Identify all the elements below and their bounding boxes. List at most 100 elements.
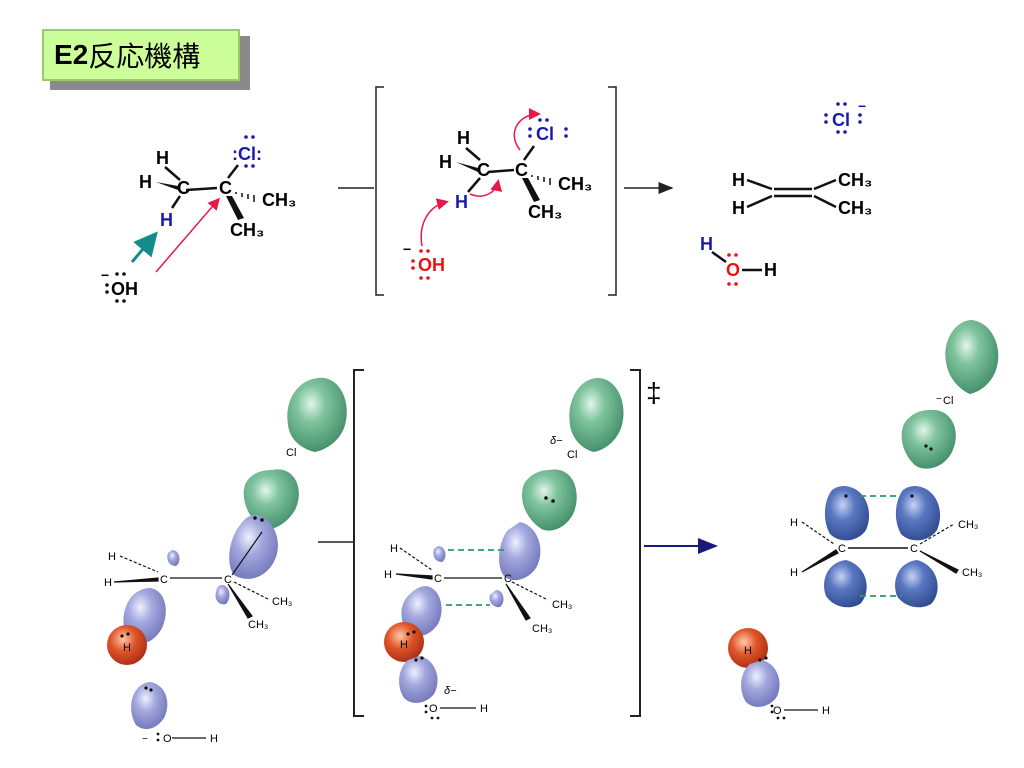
- orbital-product-bonds: [784, 521, 959, 711]
- orbital-transition: δ− Cl H H H C C CH₃ CH₃ δ− O H: [384, 378, 624, 720]
- product-water-bond1: [711, 250, 727, 264]
- orbital-product-c2-lobe-top: [895, 486, 941, 541]
- reactant-bond-c1-c2: [185, 186, 218, 192]
- orbital-product-cl-charge: −: [936, 394, 942, 405]
- reactant-oh-lone-pairs: [105, 272, 126, 303]
- reactant-cl-lone-pairs: [244, 135, 255, 168]
- orbital-product-dashed-pi-bonds: [860, 495, 902, 597]
- reactant-oh-charge: −: [101, 267, 109, 283]
- reactant-wedge-c2-ch3: [226, 196, 244, 220]
- orbital-reactant-c1-lobe-top: [167, 550, 180, 566]
- orbital-ts-delta-cl: δ−: [550, 435, 563, 447]
- ts-oh-lone-pairs: [411, 249, 430, 280]
- orbital-reactant-ch3-b: CH₃: [248, 619, 268, 631]
- reactant-hash-c2-ch3: [235, 192, 255, 202]
- product-cl-lone-pairs: [824, 102, 862, 134]
- orbital-product-h2: H: [790, 567, 798, 579]
- orbital-ts-h2: H: [384, 569, 392, 581]
- orbital-reactant-o-h: H: [210, 733, 218, 745]
- orbital-reactant-c2: C: [224, 574, 232, 586]
- product-ch3-2: CH₃: [838, 198, 872, 218]
- ts-ch3-down: CH₃: [528, 202, 562, 222]
- ts-oh: OH: [418, 255, 445, 275]
- orbital-product-c1-lobe-top: [824, 486, 870, 541]
- orbital-reactant-c2-lobe-bottom: [215, 585, 230, 605]
- orbital-reactant-cl: Cl: [286, 447, 296, 459]
- orbital-ts-cl-lobe-bottom: [521, 469, 577, 531]
- reactant-c2: C: [219, 178, 232, 198]
- orbital-reactant: Cl H H H C C CH₃ CH₃ − O H: [104, 377, 347, 745]
- orbital-ts-h1: H: [390, 543, 398, 555]
- orbital-ts-double-dagger: ‡: [646, 377, 662, 408]
- ts-arrow-ch-bond: [469, 179, 503, 197]
- orbital-ts-delta-o: δ−: [444, 685, 457, 697]
- orbital-reactant-o-lobe: [131, 682, 168, 730]
- ts-bond-c1-c2: [487, 168, 515, 174]
- orbital-product-h1: H: [790, 517, 798, 529]
- reactant-c1: C: [177, 178, 190, 198]
- orbital-product-c1-lobe-bottom: [824, 560, 867, 608]
- orbital-product-c1: C: [838, 543, 846, 555]
- reactant-ch3-down: CH₃: [230, 220, 264, 240]
- orbital-reactant-h-atom: [107, 625, 147, 665]
- orbital-ts-c1: C: [434, 573, 442, 585]
- orbital-product-c2: C: [910, 543, 918, 555]
- reactant-arrow-red: [155, 197, 220, 273]
- orbital-ts-o-lobe: [399, 656, 438, 703]
- product-ch3-1: CH₃: [838, 170, 872, 190]
- reactant-bond-h-c1: [164, 166, 181, 181]
- orbital-reactant-c2-lobe-top: [229, 514, 278, 579]
- orbital-ts-dashed-pi-bonds: [446, 549, 504, 606]
- ts-bond-c1-h: [467, 177, 481, 193]
- orbital-ts-c1-lobe-top: [433, 546, 446, 562]
- product-cl-charge: −: [858, 98, 866, 114]
- ts-c2: C: [515, 160, 528, 180]
- reactant-cl: :Cl:: [232, 144, 262, 164]
- title-jp: 反応機構: [88, 40, 201, 73]
- orbital-bracket-right: [630, 369, 641, 717]
- orbital-product-cl: Cl: [943, 395, 953, 407]
- product-water-h: H: [700, 234, 713, 254]
- ts-bond-c2-cl: [522, 145, 536, 161]
- orbital-reactant-dots: [120, 516, 264, 742]
- top-bracket-right: [608, 86, 617, 296]
- ts-arrow-c-cl: [513, 108, 541, 151]
- reactant-wedge-h-c1: [156, 182, 178, 190]
- orbital-reactant-bonds: [113, 531, 271, 739]
- reactant-bond-c1-h: [170, 195, 182, 209]
- product-water-h2: H: [764, 260, 777, 280]
- orbital-reactant-cl-lobe-top: [287, 377, 347, 452]
- orbital-ts-ch3-a: CH₃: [552, 599, 572, 611]
- product-h2: H: [732, 198, 745, 218]
- title-latin: E2: [54, 39, 89, 70]
- orbital-ts-cl-lobe-top: [569, 378, 624, 452]
- orbital-reactant-ch3-a: CH₃: [272, 596, 292, 608]
- product-h1: H: [732, 170, 745, 190]
- orbital-ts-cl: Cl: [567, 449, 577, 461]
- orbital-product-o-lobe: [741, 660, 780, 707]
- orbital-product-dots: [758, 444, 933, 720]
- orbital-product-ch3-a: CH₃: [958, 519, 978, 531]
- ts-cl: Cl: [536, 124, 554, 144]
- ts-oh-charge: −: [403, 241, 411, 257]
- orbital-ts-c2-lobe-bottom: [489, 590, 504, 608]
- reactant-h-blue: H: [160, 210, 173, 230]
- orbital-ts-h-red: H: [400, 639, 408, 651]
- ts-c1: C: [477, 160, 490, 180]
- orbital-product: − Cl H H H C C CH₃ CH₃ O H: [728, 320, 999, 720]
- orbital-ts-dots: [406, 496, 555, 720]
- orbital-ts-bonds: [395, 547, 549, 709]
- reactant-arrow-teal: [130, 231, 158, 263]
- ts-wedge-c2-ch3: [522, 178, 540, 202]
- reactant-h-left: H: [139, 172, 152, 192]
- orbital-product-o-h: H: [822, 705, 830, 717]
- scheme-product: Cl − H H CH₃ CH₃ H O H: [700, 98, 872, 286]
- ts-hash-c2-ch3: [531, 175, 551, 185]
- scheme-reactant: H H C H :Cl: C CH₃ CH₃ − OH: [101, 135, 296, 303]
- orbital-reactant-o: O: [163, 733, 172, 745]
- ts-ch3-right: CH₃: [558, 174, 592, 194]
- orbital-reactant-h-red: H: [123, 642, 131, 654]
- orbital-ts-o: O: [429, 703, 438, 715]
